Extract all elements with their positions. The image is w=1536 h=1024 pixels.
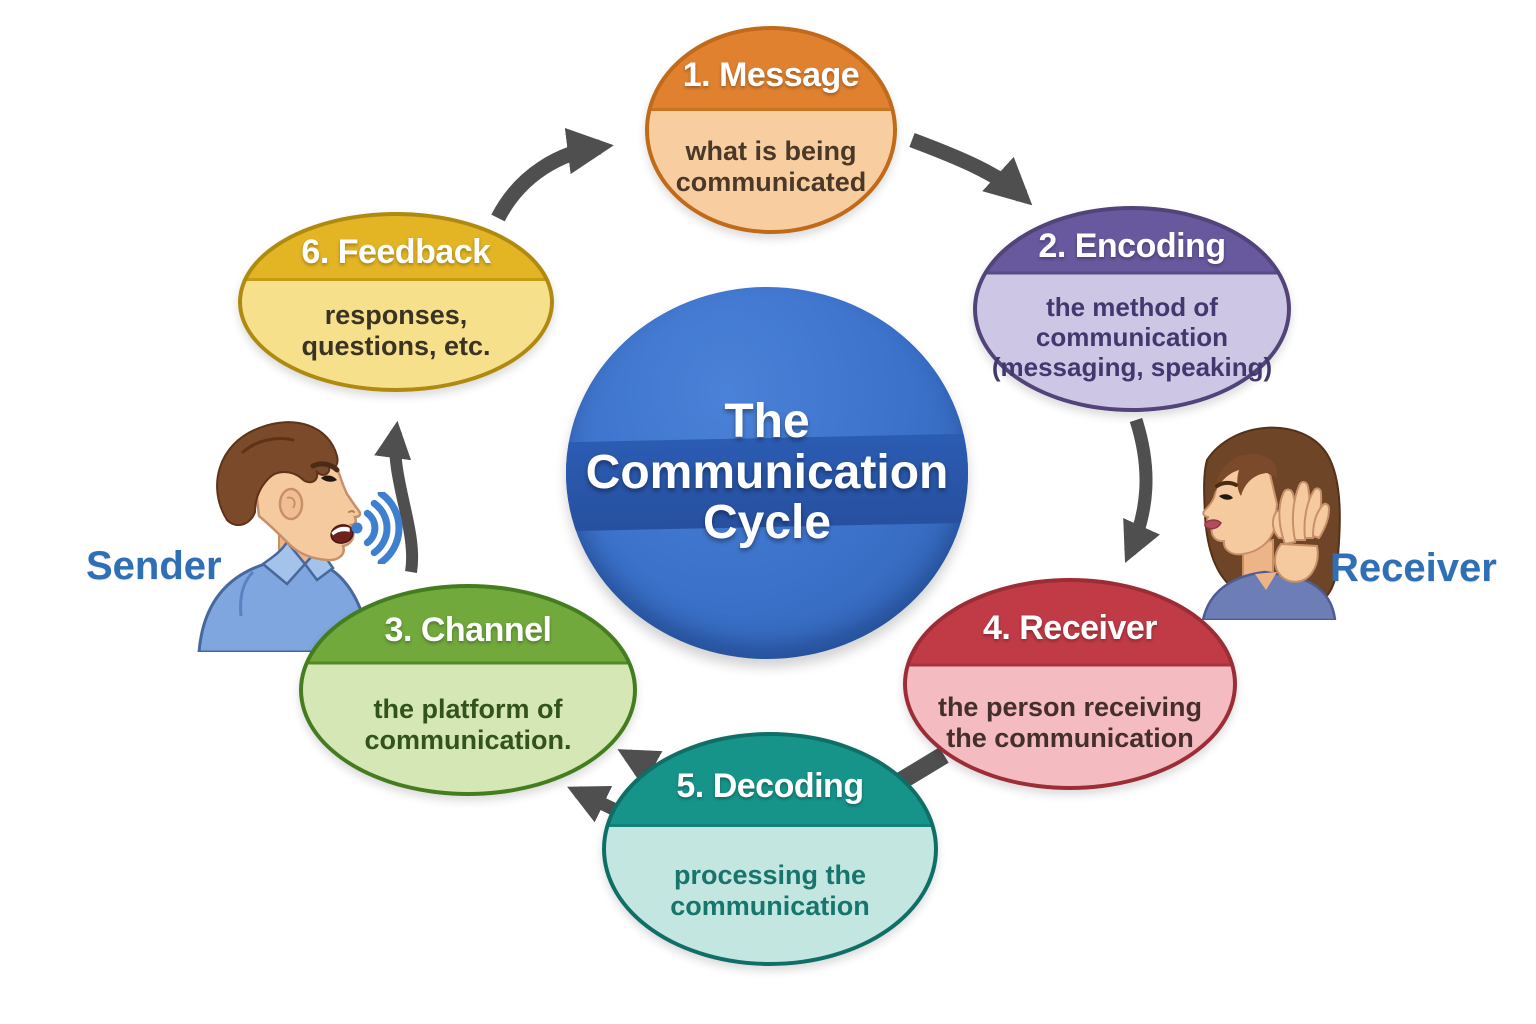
arrow-feedback-to-message bbox=[491, 127, 614, 222]
sender-label: Sender bbox=[86, 544, 222, 588]
node-receiver-title: 4. Receiver bbox=[982, 609, 1158, 648]
node-message-title: 1. Message bbox=[682, 55, 860, 94]
node-encoding: 2. Encoding the method of communication … bbox=[973, 206, 1291, 412]
node-channel: 3. Channel the platform of communication… bbox=[299, 584, 637, 796]
node-decoding-title: 5. Decoding bbox=[676, 766, 864, 805]
receiver-label: Receiver bbox=[1330, 546, 1497, 590]
node-message-description: what is being communicated bbox=[675, 135, 867, 197]
node-channel-title: 3. Channel bbox=[384, 611, 552, 650]
node-feedback-title: 6. Feedback bbox=[301, 233, 491, 272]
node-decoding: 5. Decoding processing the communication bbox=[602, 732, 938, 966]
node-feedback-description: responses, questions, etc. bbox=[301, 299, 491, 361]
title-line-1: The bbox=[724, 394, 810, 448]
arrow-message-to-encoding bbox=[909, 132, 1033, 206]
title-line-3: Cycle bbox=[702, 496, 832, 550]
node-receiver-description: the person receiving the communication bbox=[937, 691, 1203, 753]
sound-waves-icon bbox=[351, 492, 403, 564]
arrow-encoding-to-receiver bbox=[1123, 418, 1160, 564]
node-encoding-title: 2. Encoding bbox=[1038, 227, 1226, 266]
arrow-channel-to-feedback bbox=[374, 420, 419, 573]
node-feedback: 6. Feedback responses, questions, etc. bbox=[238, 212, 554, 392]
title-line-2: Communication bbox=[585, 445, 949, 499]
node-channel-description: the platform of communication. bbox=[364, 693, 572, 755]
node-decoding-description: processing the communication bbox=[670, 860, 870, 922]
node-receiver: 4. Receiver the person receiving the com… bbox=[903, 578, 1237, 790]
diagram-title: The Communication Cycle bbox=[566, 287, 968, 659]
receiver-woman-illustration bbox=[1201, 426, 1341, 620]
node-message: 1. Message what is being communicated bbox=[645, 26, 897, 234]
node-encoding-description: the method of communication (messaging, … bbox=[991, 291, 1273, 382]
center-circle: The Communication Cycle bbox=[566, 287, 968, 659]
receiver-figure bbox=[1201, 426, 1341, 620]
